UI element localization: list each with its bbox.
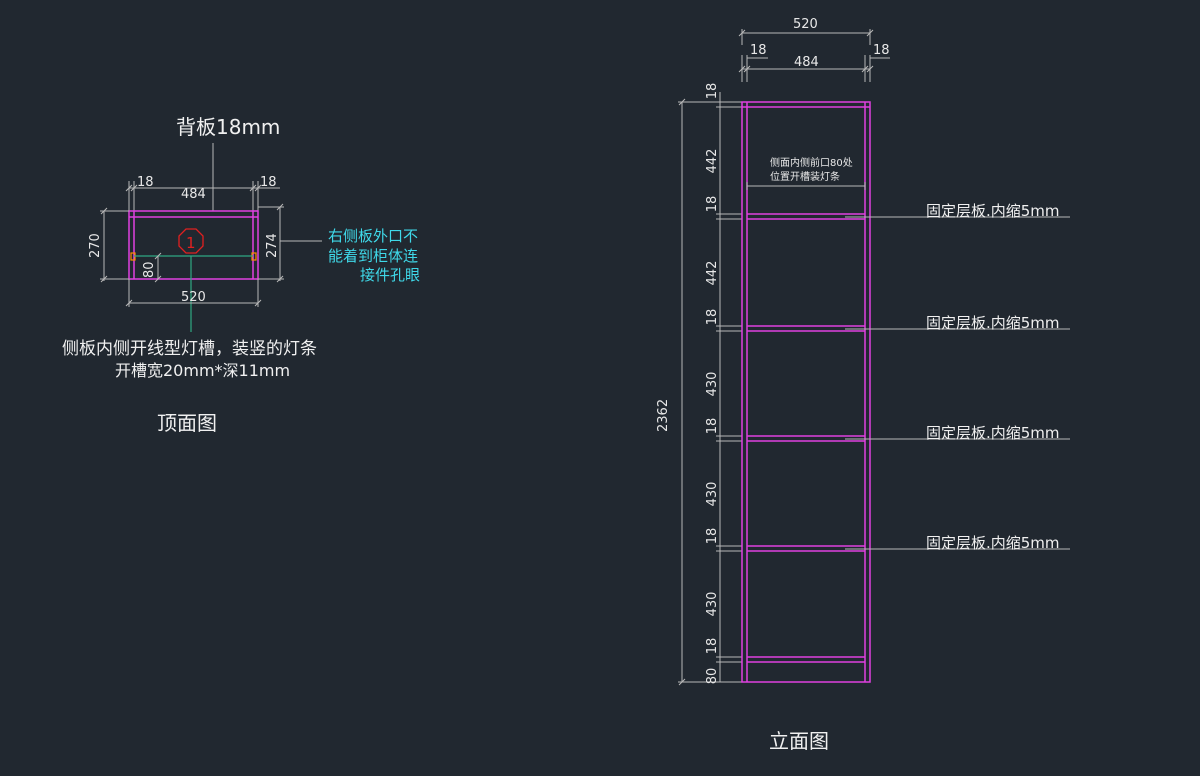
- top-view-caption: 顶面图: [157, 411, 217, 435]
- segment-dim-label: 18: [705, 638, 720, 655]
- section-marker-number: 1: [186, 234, 196, 252]
- top-dim-mid: 484: [181, 187, 206, 202]
- segment-dim-label: 80: [705, 668, 720, 685]
- shelf-label-2: 固定层板.内缩5mm: [926, 314, 1060, 332]
- segment-dim-label: 18: [705, 418, 720, 435]
- elev-dim-18-left: 18: [750, 43, 767, 58]
- inside-note-line-2: 位置开槽装灯条: [770, 170, 840, 183]
- overall-height-dim-line: [678, 98, 744, 686]
- side-dimension-lines: [100, 203, 322, 283]
- segment-dim-label: 18: [705, 196, 720, 213]
- shelf-label-3: 固定层板.内缩5mm: [926, 424, 1060, 442]
- left-dim-270: 270: [88, 233, 103, 258]
- shelf-label-1: 固定层板.内缩5mm: [926, 202, 1060, 220]
- elevation-view: 520 18 484 18 2362 184: [656, 17, 1070, 753]
- plan-outline: [128, 210, 259, 280]
- overall-height-2362: 2362: [656, 399, 671, 432]
- cabinet-elevation-outline: [741, 101, 871, 683]
- top-dim-right: 18: [260, 175, 277, 190]
- segment-dim-label: 430: [705, 592, 720, 617]
- right-dim-274: 274: [265, 233, 280, 258]
- slot-note-line-1: 侧板内侧开线型灯槽，装竖的灯条: [62, 339, 317, 359]
- top-dim-left: 18: [137, 175, 154, 190]
- slot-leader-lines: [134, 255, 253, 332]
- bottom-dim-520: 520: [181, 290, 206, 305]
- elev-dim-18-right: 18: [873, 43, 890, 58]
- segment-dim-label: 430: [705, 482, 720, 507]
- inner-dim-80: 80: [142, 261, 157, 278]
- connector-warning-line-1: 右侧板外口不: [328, 227, 418, 245]
- slot-note-line-2: 开槽宽20mm*深11mm: [115, 361, 290, 380]
- section-marker-shape: [178, 228, 204, 254]
- segment-dim-label: 18: [705, 528, 720, 545]
- inside-note-line-1: 侧面内侧前口80处: [770, 156, 853, 169]
- elevation-caption: 立面图: [769, 729, 829, 753]
- elev-dim-520: 520: [793, 17, 818, 32]
- inside-note-dim: [746, 182, 866, 190]
- connector-warning-line-3: 接件孔眼: [360, 266, 420, 284]
- shelf-leader-lines: [845, 216, 1070, 550]
- segment-dim-label: 442: [705, 261, 720, 286]
- segment-dim-line: [716, 92, 742, 682]
- segment-dim-label: 18: [705, 309, 720, 326]
- back-panel-label: 背板18mm: [176, 115, 280, 139]
- shelf-label-4: 固定层板.内缩5mm: [926, 534, 1060, 552]
- segment-dim-label: 442: [705, 149, 720, 174]
- segment-dim-label: 430: [705, 372, 720, 397]
- segment-dim-labels: 18 442 18 442 18 430 18 430 18 430 18 80: [705, 83, 720, 685]
- elevation-top-dims: [738, 29, 890, 82]
- top-view: 背板18mm 18 484 18: [62, 115, 420, 435]
- elev-dim-484: 484: [794, 55, 819, 70]
- segment-dim-label: 18: [705, 83, 720, 100]
- bottom-dimension-line: [125, 279, 262, 307]
- top-dimension-chain: [125, 181, 280, 214]
- connector-warning-line-2: 能着到柜体连: [328, 247, 418, 265]
